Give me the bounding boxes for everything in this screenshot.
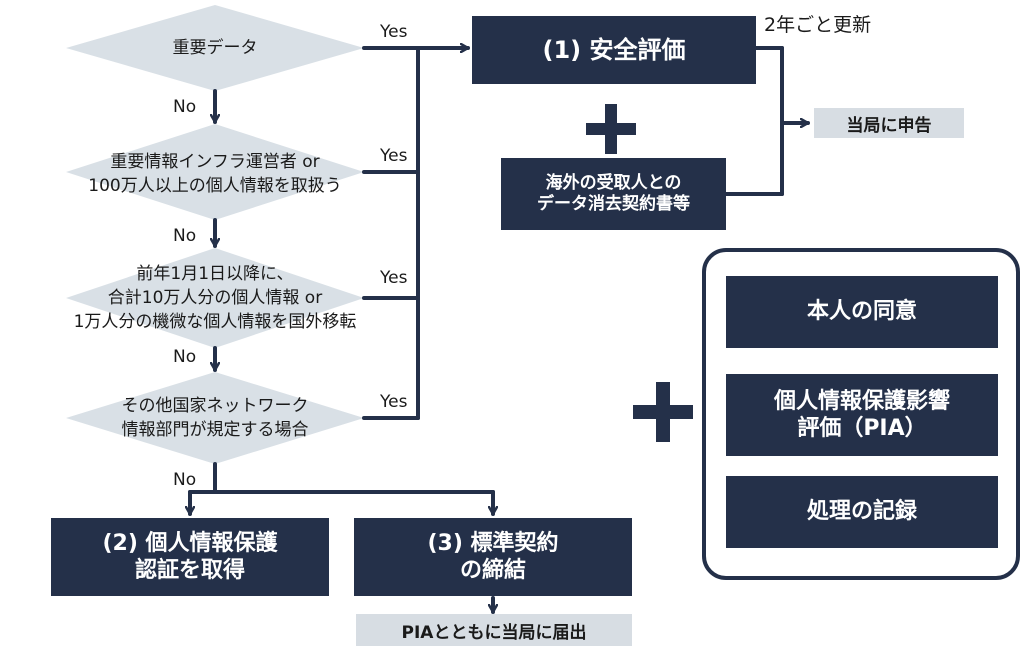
yes-label-2: Yes — [380, 146, 408, 166]
no-label-4: No — [173, 470, 197, 490]
yes-label-3: Yes — [380, 268, 408, 288]
no-label-2: No — [173, 226, 197, 246]
no-label-3: No — [173, 347, 197, 367]
plus-icon-requirements — [633, 382, 693, 442]
decision-diamond-other-cases — [66, 372, 364, 464]
decision-text-cii-operator: 重要情報インフラ運営者 or 100万人以上の個人情報を取扱う — [88, 152, 342, 196]
yes-label-4: Yes — [380, 392, 408, 412]
no-label-1: No — [173, 97, 197, 117]
security-assessment-box: (1) 安全評価 — [472, 16, 756, 84]
decision-text-cross-border: 前年1月1日以降に、 合計10万人分の個人情報 or 1万人分の機微な個人情報を… — [73, 264, 357, 332]
decision-diamond-important-data — [66, 5, 364, 91]
additional-requirements-panel: 本人の同意 個人情報保護影響 評価（PIA） 処理の記録 — [702, 248, 1020, 580]
renewal-note: 2年ごと更新 — [764, 14, 872, 36]
requirement-records-box: 処理の記録 — [726, 476, 998, 548]
filing-with-pia-box: PIAとともに当局に届出 — [356, 614, 632, 646]
report-to-authority-box: 当局に申告 — [814, 108, 964, 138]
certification-box: (2) 個人情報保護 認証を取得 — [51, 518, 329, 596]
yes-label-1: Yes — [380, 22, 408, 42]
decision-diamond-cii-operator — [66, 124, 364, 220]
requirement-pia-box: 個人情報保護影響 評価（PIA） — [726, 374, 998, 456]
data-deletion-contract-box: 海外の受取人との データ消去契約書等 — [501, 158, 726, 230]
plus-icon-route1 — [586, 104, 636, 154]
decision-diamond-cross-border — [66, 248, 364, 348]
decision-text-important-data: 重要データ — [172, 38, 258, 58]
standard-contract-box: (3) 標準契約 の締結 — [354, 518, 632, 596]
decision-text-other-cases: その他国家ネットワーク 情報部門が規定する場合 — [121, 396, 309, 440]
requirement-consent-box: 本人の同意 — [726, 276, 998, 348]
